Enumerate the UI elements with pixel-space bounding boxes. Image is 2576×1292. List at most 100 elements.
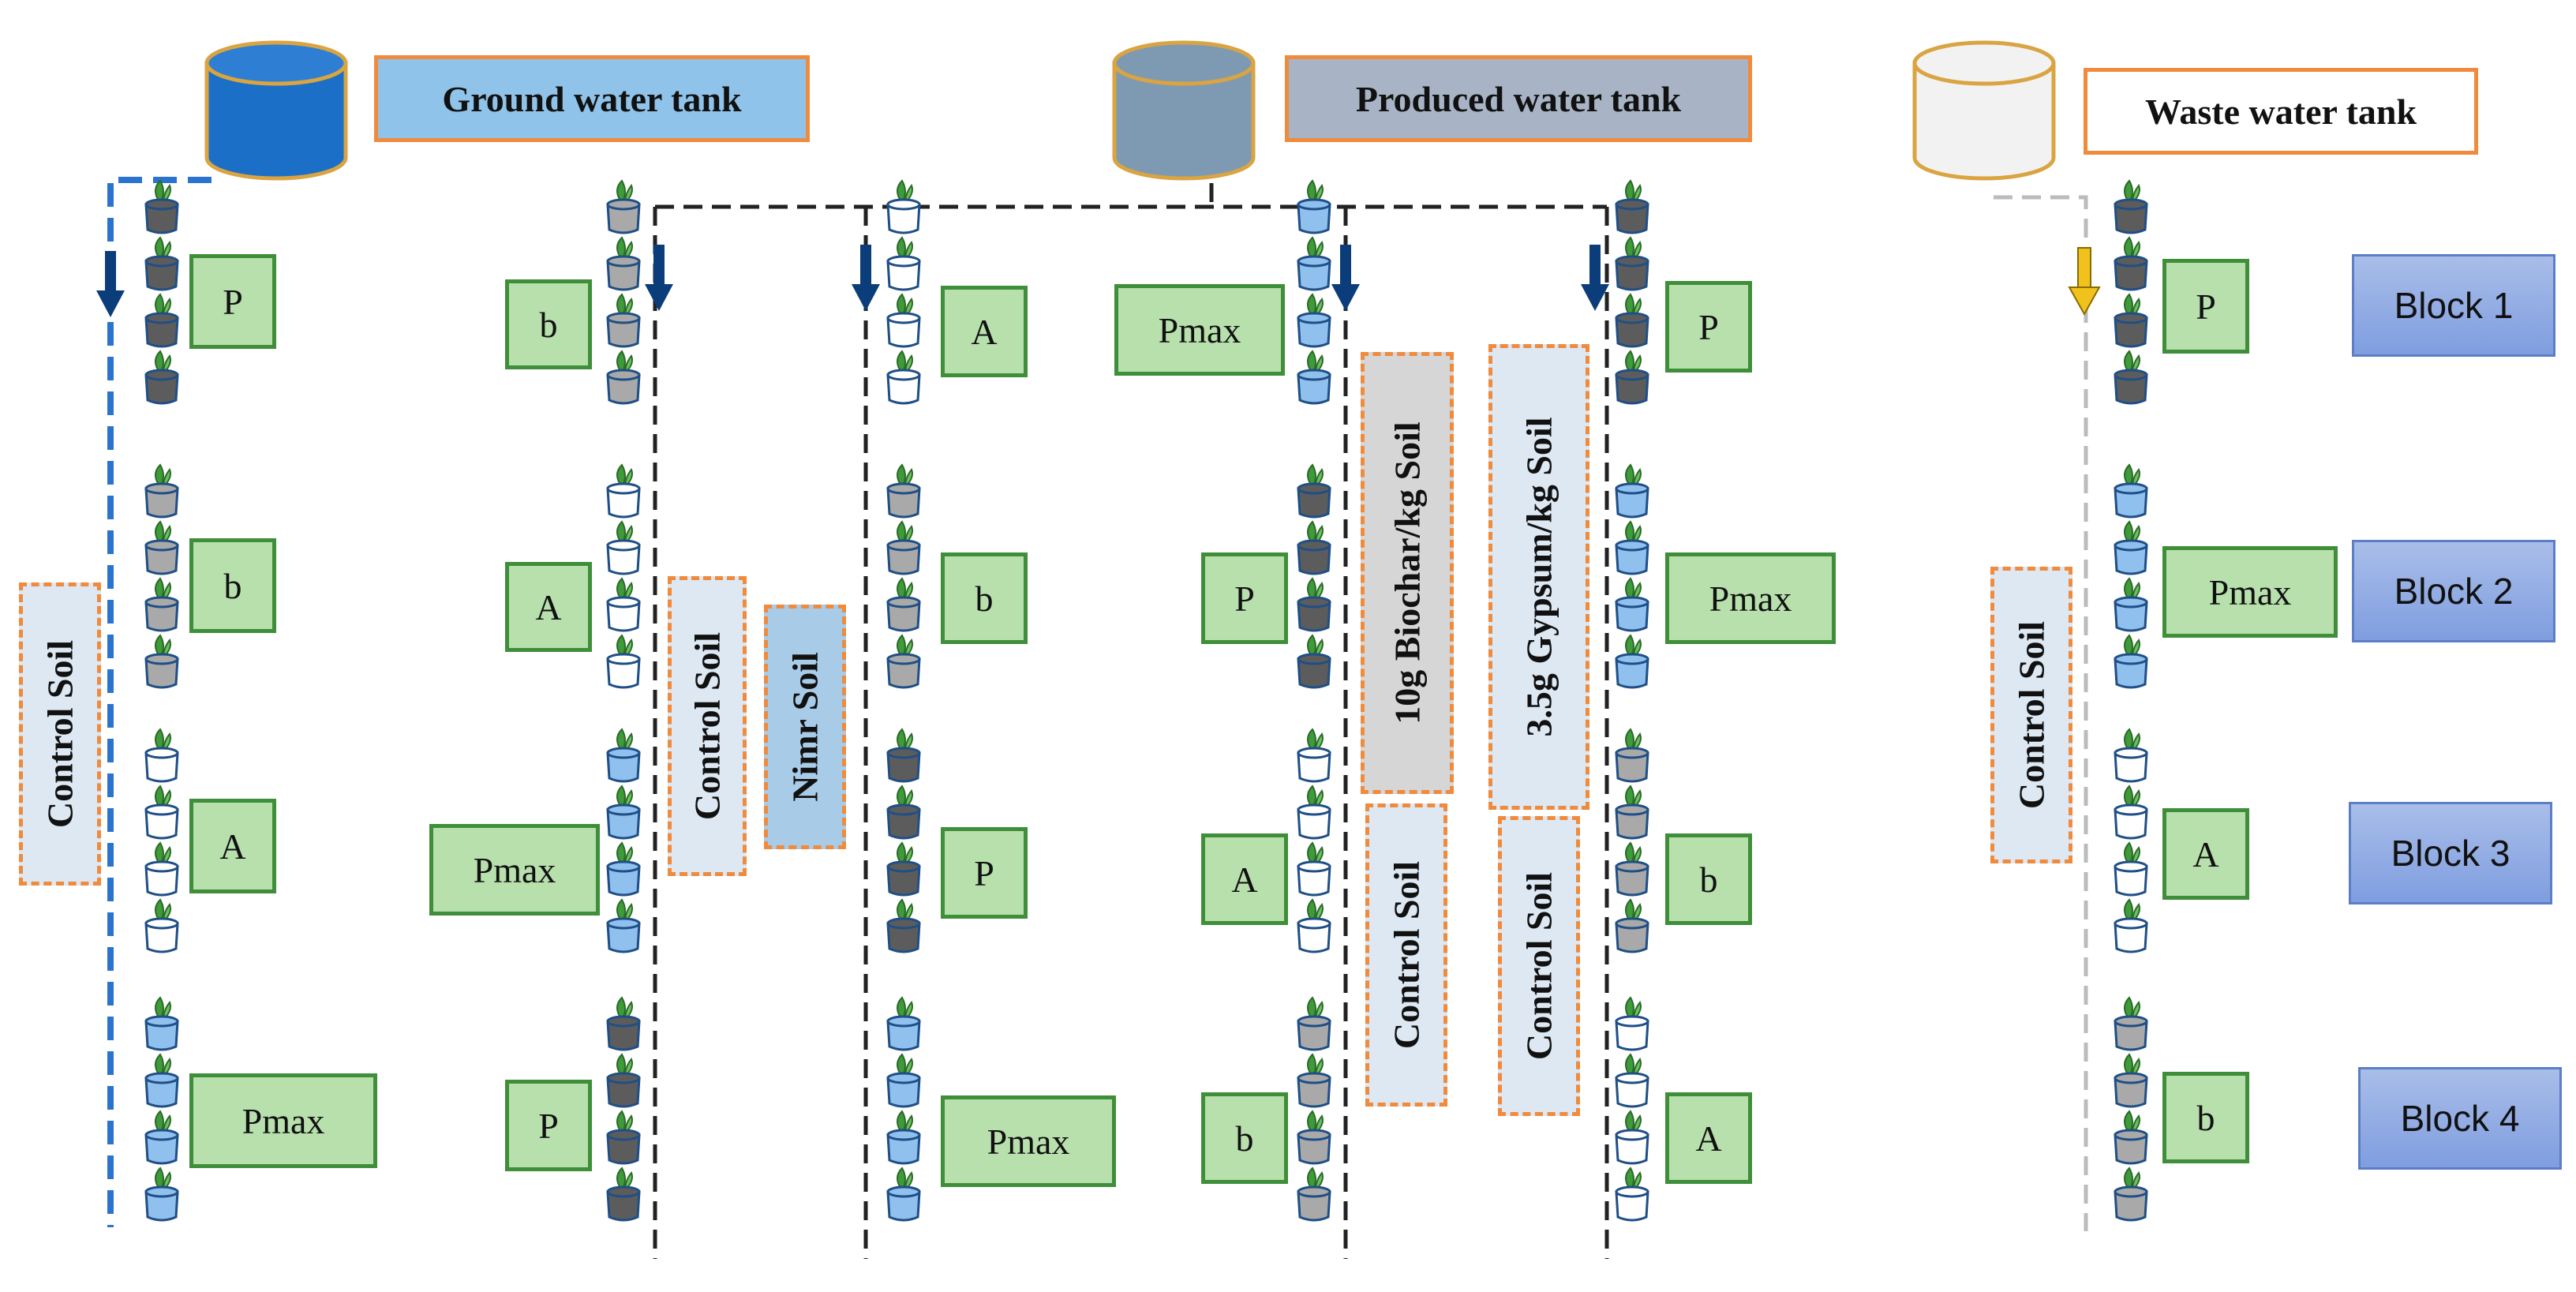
pot-icon: [1615, 996, 1649, 1051]
pot-icon: [886, 728, 921, 783]
arrow-down-icon: [1581, 245, 1609, 311]
pot-icon: [606, 463, 641, 519]
pot-icon: [1615, 1053, 1649, 1108]
arrow-down-icon: [852, 245, 880, 311]
pot-icon: [886, 293, 921, 348]
pot-icon: [2114, 236, 2148, 291]
pot-icon: [144, 728, 179, 783]
block-2-label: Block 2: [2352, 540, 2555, 642]
treatment-label: A: [189, 799, 276, 893]
control-soil-box: Control Soil: [19, 582, 101, 886]
pot-icon: [144, 785, 179, 840]
pot-icon: [1615, 728, 1649, 783]
treatment-label: Pmax: [1114, 284, 1285, 376]
treatment-label: P: [941, 827, 1028, 919]
pot-icon: [1615, 236, 1649, 291]
block-4-label: Block 4: [2358, 1067, 2562, 1170]
pot-icon: [144, 996, 179, 1051]
pot-icon: [1615, 1110, 1649, 1165]
treatment-label: A: [505, 562, 592, 652]
pot-icon: [144, 577, 179, 632]
pot-icon: [2114, 728, 2148, 783]
pot-icon: [2114, 1110, 2148, 1165]
treatment-label: b: [941, 552, 1028, 644]
pot-icon: [606, 996, 641, 1051]
pot-icon: [1297, 1167, 1331, 1222]
pot-icon: [2114, 577, 2148, 632]
waste-water-tank-label: Waste water tank: [2084, 68, 2478, 155]
control-soil-box: Control Soil: [1990, 567, 2072, 863]
treatment-label: b: [1201, 1092, 1288, 1184]
plant-pots: [144, 179, 2148, 1222]
pot-icon: [144, 1167, 179, 1222]
pot-icon: [1615, 293, 1649, 348]
pot-icon: [1615, 577, 1649, 632]
pot-icon: [606, 1110, 641, 1165]
pot-icon: [2114, 350, 2148, 405]
pot-icon: [886, 463, 921, 519]
pot-icon: [606, 179, 641, 234]
block-1-label: Block 1: [2352, 254, 2555, 357]
pot-icon: [1297, 1053, 1331, 1108]
pot-icon: [1615, 785, 1649, 840]
treatment-label: A: [1665, 1092, 1752, 1184]
pot-icon: [1297, 634, 1331, 689]
pot-icon: [886, 179, 921, 234]
pot-icon: [886, 236, 921, 291]
produced-water-tank-icon: [1112, 40, 1256, 181]
control-soil-box: Control Soil: [1365, 803, 1447, 1107]
pot-icon: [886, 1053, 921, 1108]
pot-icon: [1297, 293, 1331, 348]
pot-icon: [606, 577, 641, 632]
treatment-label: P: [1665, 281, 1752, 373]
produced-water-line: [653, 183, 1609, 1259]
control-soil-box: Control Soil: [1498, 816, 1580, 1116]
produced-water-tank-label: Produced water tank: [1285, 55, 1752, 142]
pot-icon: [886, 996, 921, 1051]
pot-icon: [606, 841, 641, 897]
pot-icon: [1297, 236, 1331, 291]
treatment-label: P: [505, 1080, 592, 1171]
pot-icon: [1615, 463, 1649, 519]
pot-icon: [2114, 520, 2148, 575]
nimr-soil-box: Nimr Soil: [764, 605, 846, 849]
treatment-label: P: [2162, 259, 2249, 354]
pot-icon: [886, 520, 921, 575]
control-soil-label: Control Soil: [687, 631, 728, 821]
control-soil-label: Control Soil: [39, 639, 80, 829]
pot-icon: [1297, 350, 1331, 405]
arrow-down-icon: [1331, 245, 1360, 311]
treatment-label: Pmax: [429, 824, 600, 916]
pot-icon: [1297, 1110, 1331, 1165]
pot-icon: [1297, 841, 1331, 897]
gypsum-soil-box: 3.5g Gypsum/kg Soil: [1488, 344, 1589, 810]
treatment-label: b: [1665, 833, 1752, 925]
pot-icon: [2114, 841, 2148, 897]
pot-icon: [144, 634, 179, 689]
biochar-soil-box: 10g Biochar/kg Soil: [1361, 352, 1454, 794]
pot-icon: [144, 1110, 179, 1165]
pot-icon: [1615, 898, 1649, 953]
pot-icon: [144, 236, 179, 291]
pot-icon: [2114, 1167, 2148, 1222]
pot-icon: [886, 785, 921, 840]
pot-icon: [144, 841, 179, 897]
control-soil-label: Control Soil: [2011, 620, 2052, 810]
pot-icon: [886, 1110, 921, 1165]
pot-icon: [2114, 996, 2148, 1051]
arrow-down-icon: [645, 245, 673, 311]
control-soil-box: Control Soil: [668, 576, 747, 876]
arrow-down-icon: [96, 251, 125, 317]
pot-icon: [1615, 179, 1649, 234]
pot-icon: [1297, 898, 1331, 953]
pot-icon: [606, 634, 641, 689]
treatment-label: A: [1201, 833, 1288, 925]
pot-icon: [886, 1167, 921, 1222]
pot-icon: [1297, 179, 1331, 234]
pot-icon: [1297, 463, 1331, 519]
pot-icon: [2114, 179, 2148, 234]
pot-icon: [886, 350, 921, 405]
pot-icon: [1615, 350, 1649, 405]
pot-icon: [886, 841, 921, 897]
control-soil-label: Control Soil: [1518, 871, 1559, 1061]
